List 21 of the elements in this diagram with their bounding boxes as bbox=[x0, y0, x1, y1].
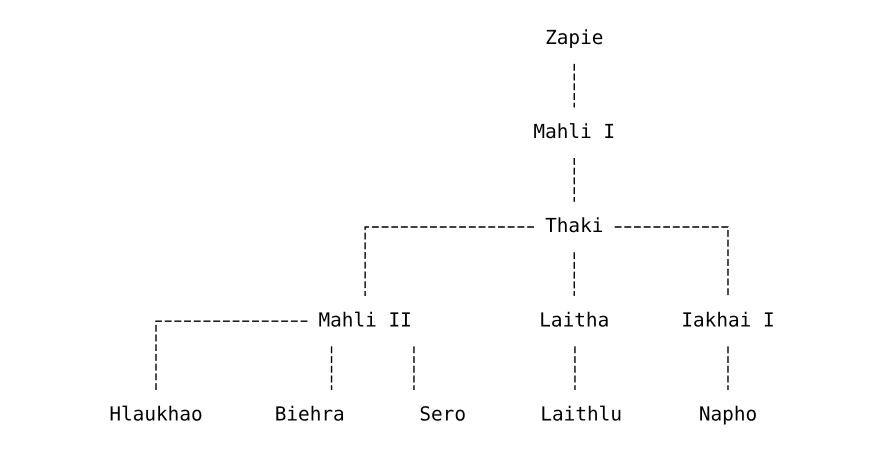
node-text: Iakhai I bbox=[681, 308, 775, 332]
connector bbox=[727, 346, 729, 390]
node-text: Mahli II bbox=[318, 308, 412, 332]
connector bbox=[413, 346, 415, 390]
node-text: Zapie bbox=[545, 26, 604, 49]
node-text: Laitha bbox=[539, 308, 610, 332]
node-text: Sero bbox=[419, 402, 466, 426]
connector bbox=[574, 346, 576, 390]
connector bbox=[574, 64, 575, 108]
connector bbox=[574, 252, 575, 296]
connector bbox=[364, 226, 534, 296]
node-text: Biehra bbox=[274, 402, 345, 426]
connector bbox=[155, 320, 308, 390]
node-text: Hlaukhao bbox=[109, 402, 203, 426]
node-text: Thaki bbox=[545, 214, 604, 238]
node-text: Napho bbox=[698, 402, 758, 426]
connector bbox=[614, 226, 729, 296]
node-text: Laithlu bbox=[540, 402, 622, 426]
node-text: Mahli I bbox=[533, 120, 616, 143]
connector bbox=[574, 158, 575, 202]
connector bbox=[330, 346, 332, 390]
